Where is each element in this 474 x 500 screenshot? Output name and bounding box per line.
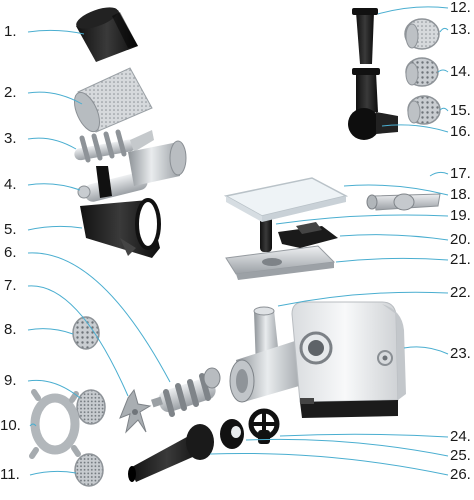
- label-22: 22.: [450, 284, 471, 301]
- ring-nut: [29, 389, 81, 459]
- leader-line-7: [27, 285, 129, 397]
- label-23: 23.: [450, 345, 471, 362]
- label-8: 8.: [4, 321, 17, 338]
- drum-coarse: [407, 95, 441, 125]
- label-16: 16.: [450, 123, 471, 140]
- label-25: 25.: [450, 447, 471, 464]
- label-21: 21.: [450, 251, 471, 268]
- slicer-body: [348, 68, 398, 140]
- leader-line-1: [27, 29, 85, 35]
- leader-line-12: [377, 6, 449, 15]
- outlet-cover: [80, 198, 161, 258]
- leader-line-17: [429, 171, 449, 177]
- slicer-pusher: [352, 8, 378, 64]
- leader-line-14: [437, 69, 449, 73]
- leader-line-19: [275, 214, 449, 225]
- label-4: 4.: [4, 176, 17, 193]
- label-15: 15.: [450, 102, 471, 119]
- label-10: 10.: [0, 417, 21, 434]
- leader-line-13: [439, 27, 449, 33]
- juicer-housing: [77, 140, 187, 202]
- label-14: 14.: [450, 63, 471, 80]
- label-18: 18.: [450, 186, 471, 203]
- label-13: 13.: [450, 21, 471, 38]
- leader-line-10: [29, 423, 37, 427]
- label-26: 26.: [450, 466, 471, 483]
- food-tray: [225, 245, 336, 280]
- label-1: 1.: [4, 23, 17, 40]
- leader-line-6: [27, 252, 171, 383]
- label-6: 6.: [4, 244, 17, 261]
- fine-disc: [74, 453, 104, 487]
- cone-sieve: [73, 67, 153, 133]
- leader-line-25: [245, 438, 449, 457]
- kebbe-attachment: [366, 193, 441, 211]
- label-19: 19.: [450, 207, 471, 224]
- sausage-funnel: [128, 424, 214, 482]
- leader-line-26: [209, 452, 449, 476]
- label-11: 11.: [0, 466, 20, 483]
- tray-lid: [223, 177, 349, 222]
- leader-line-16: [381, 124, 449, 133]
- label-9: 9.: [4, 372, 17, 389]
- leader-line-2: [27, 91, 83, 105]
- leader-line-15: [439, 107, 449, 112]
- sausage-plate: [220, 419, 244, 449]
- sausage-star: [248, 408, 280, 444]
- label-20: 20.: [450, 231, 471, 248]
- mincing-screw: [151, 367, 221, 417]
- leader-line-21: [335, 257, 449, 263]
- label-24: 24.: [450, 428, 471, 445]
- drum-fine: [404, 18, 440, 50]
- leader-line-24: [279, 433, 449, 438]
- leader-line-20: [339, 234, 449, 241]
- label-2: 2.: [4, 84, 17, 101]
- label-7: 7.: [4, 277, 17, 294]
- cross-blade: [119, 388, 152, 434]
- leader-line-5: [27, 225, 83, 231]
- label-17: 17.: [450, 165, 471, 182]
- head-tube: [229, 306, 306, 403]
- leader-line-22: [277, 291, 449, 307]
- leader-line-8: [27, 328, 74, 335]
- label-5: 5.: [4, 221, 17, 238]
- motor-unit: [291, 301, 406, 418]
- leader-line-3: [27, 137, 77, 150]
- leader-line-9: [27, 379, 81, 399]
- leader-line-18: [343, 184, 449, 196]
- medium-disc: [76, 389, 106, 425]
- juicer-screw: [74, 129, 154, 163]
- label-3: 3.: [4, 130, 17, 147]
- label-12: 12.: [450, 0, 471, 16]
- coarse-disc: [72, 316, 100, 350]
- leader-line-23: [403, 346, 449, 355]
- leader-line-4: [27, 183, 81, 191]
- leader-line-11: [29, 470, 77, 476]
- tray-clip: [278, 222, 338, 248]
- pusher-cover: [76, 7, 138, 62]
